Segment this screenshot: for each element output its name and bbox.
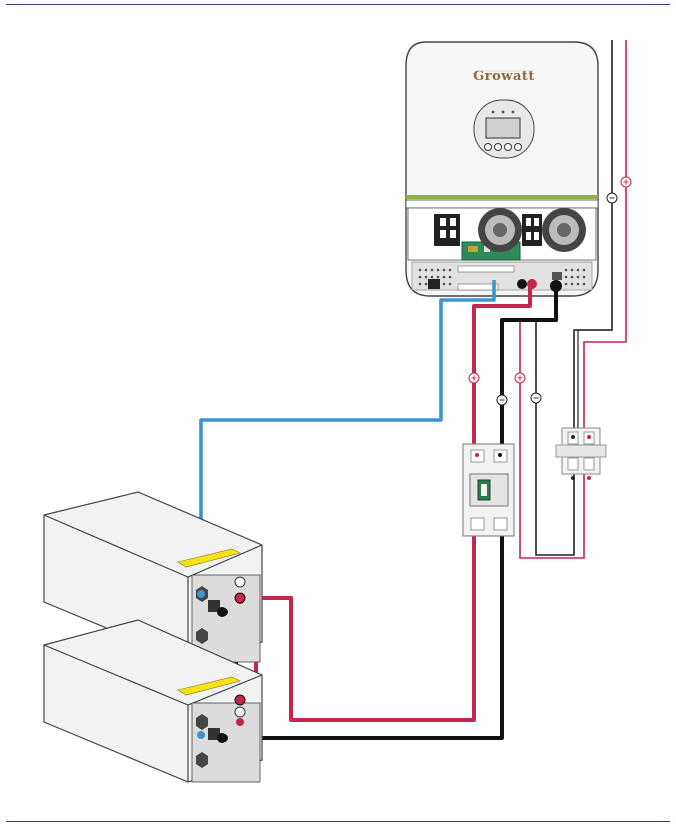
inverter-keypad <box>484 143 522 151</box>
warning-label-top <box>177 548 241 568</box>
battery-top-positive-terminal <box>234 592 246 604</box>
pv-minus-label-lower: − <box>533 394 540 403</box>
battery-negative-cable-lower <box>222 530 504 740</box>
battery-negative-cable <box>500 290 558 455</box>
battery-breaker <box>462 443 515 537</box>
inverter-brand-logo: Growatt <box>473 69 535 84</box>
battery-module-bottom <box>43 619 263 783</box>
communication-cable <box>199 280 496 590</box>
battery-bottom-positive-terminal <box>234 694 246 706</box>
inverter: Growatt <box>405 41 599 297</box>
inverter-battery-negative-terminal <box>550 280 562 292</box>
bottom-rule <box>6 821 670 822</box>
pv-plus-label: + <box>623 178 630 187</box>
warning-label-bottom <box>177 676 241 696</box>
pv-disconnect <box>555 427 607 480</box>
battery-plus-label: + <box>471 374 478 383</box>
pv-plus-label-lower: + <box>517 374 524 383</box>
inverter-lcd-screen <box>485 117 521 139</box>
battery-bottom-comm-port <box>197 731 205 739</box>
battery-minus-label: − <box>499 396 506 405</box>
battery-bottom-negative-terminal <box>217 733 227 743</box>
battery-top-negative-terminal <box>217 607 227 617</box>
pv-markers: + − + − <box>514 176 632 404</box>
pv-minus-label: − <box>609 194 616 203</box>
inverter-accent-band <box>406 195 598 199</box>
battery-positive-cable-lower <box>240 530 476 722</box>
top-rule <box>6 4 670 5</box>
inverter-pv-positive-terminal <box>517 279 527 289</box>
battery-cable-markers: + − <box>468 372 508 406</box>
battery-top-comm-port <box>197 590 205 598</box>
